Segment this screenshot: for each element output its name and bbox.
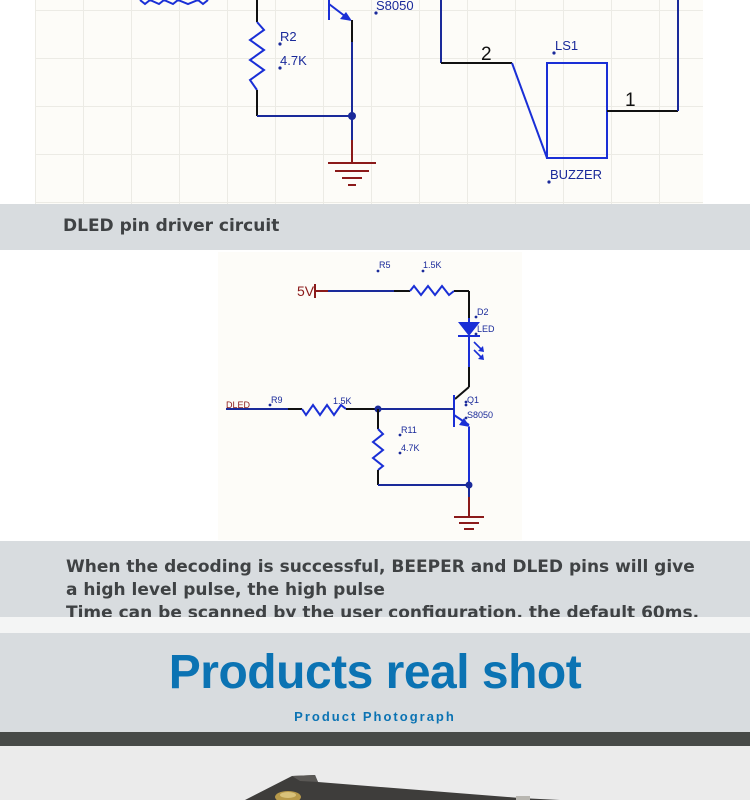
description-block: When the decoding is successful, BEEPER … xyxy=(0,541,750,623)
pin-1-label: 1 xyxy=(625,90,636,111)
description-line: When the decoding is successful, BEEPER … xyxy=(66,557,695,577)
r11-ref-label: R11 xyxy=(401,425,417,435)
q1-ref-label: Q1 xyxy=(467,395,479,405)
schematic-grid xyxy=(35,0,703,204)
led-icon xyxy=(458,322,480,336)
r9-ref-label: R9 xyxy=(271,395,283,405)
transistor-part-label: S8050 xyxy=(376,0,414,13)
dark-divider-bar xyxy=(0,732,750,746)
r11-value-label: 4.7K xyxy=(401,443,420,453)
dled-section-header: DLED pin driver circuit xyxy=(0,204,750,250)
products-header: Products real shot Product Photograph xyxy=(0,633,750,732)
divider xyxy=(0,617,750,633)
buzzer-ref-label: LS1 xyxy=(555,38,578,53)
r2-ref-label: R2 xyxy=(280,29,297,44)
resistor-partial xyxy=(139,0,209,6)
r5-value-label: 1.5K xyxy=(423,260,442,270)
beeper-circuit-diagram: 2 1 R2 4.7K S8050 LS1 BUZZER xyxy=(0,0,750,204)
dled-circuit-diagram: 5V R5 1.5K D2 LED DLED R9 1.5K R11 4.7K … xyxy=(218,252,522,540)
resistor-r9 xyxy=(301,403,347,417)
dled-schematic-svg: 5V R5 1.5K D2 LED DLED R9 1.5K R11 4.7K … xyxy=(226,260,495,530)
products-subtitle: Product Photograph xyxy=(294,709,456,724)
resistor-r5 xyxy=(409,284,455,297)
r9-value-label: 1.5K xyxy=(333,396,352,406)
buzzer-symbol xyxy=(546,62,608,159)
r5-ref-label: R5 xyxy=(379,260,391,270)
resistor-r11 xyxy=(371,428,385,471)
junction-dot xyxy=(348,112,356,120)
led-value-label: LED xyxy=(477,324,495,334)
product-photo-svg xyxy=(245,775,560,800)
transistor-emitter-arrow xyxy=(459,418,470,427)
emitter-arrow xyxy=(340,12,352,21)
supply-label: 5V xyxy=(297,283,315,299)
r2-value-label: 4.7K xyxy=(280,53,307,68)
buzzer-value-label: BUZZER xyxy=(550,167,602,182)
description-line: a high level pulse, the high pulse xyxy=(66,580,385,600)
q1-part-label: S8050 xyxy=(467,410,493,420)
led-ref-label: D2 xyxy=(477,307,489,317)
resistor-r2 xyxy=(248,21,266,91)
scanner-module-body xyxy=(245,775,560,800)
product-photo xyxy=(0,746,750,800)
products-title: Products real shot xyxy=(168,646,582,699)
dled-net-label: DLED xyxy=(226,400,251,410)
pin-2-label: 2 xyxy=(481,44,492,65)
section-heading: DLED pin driver circuit xyxy=(63,216,280,236)
beeper-schematic-svg: 2 1 R2 4.7K S8050 LS1 BUZZER xyxy=(139,0,679,186)
